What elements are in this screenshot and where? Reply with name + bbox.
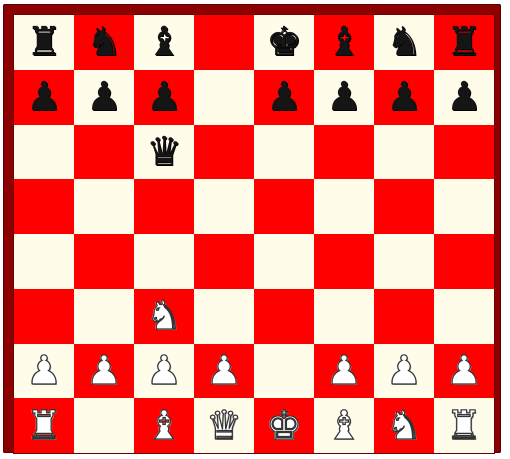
white-pawn-icon[interactable]: ♟	[26, 351, 62, 391]
square-b4[interactable]	[74, 234, 134, 289]
square-a4[interactable]	[14, 234, 74, 289]
square-h1[interactable]: ♜	[434, 398, 494, 453]
white-pawn-icon[interactable]: ♟	[86, 351, 122, 391]
square-d2[interactable]: ♟	[194, 344, 254, 399]
white-rook-icon[interactable]: ♜	[26, 406, 62, 446]
square-c7[interactable]: ♟	[134, 70, 194, 125]
square-e7[interactable]: ♟	[254, 70, 314, 125]
square-c1[interactable]: ♝	[134, 398, 194, 453]
square-a6[interactable]	[14, 125, 74, 180]
square-g8[interactable]: ♞	[374, 15, 434, 70]
square-a2[interactable]: ♟	[14, 344, 74, 399]
square-b7[interactable]: ♟	[74, 70, 134, 125]
black-rook-icon[interactable]: ♜	[446, 22, 482, 62]
square-h7[interactable]: ♟	[434, 70, 494, 125]
white-knight-icon[interactable]: ♞	[146, 296, 182, 336]
square-b6[interactable]	[74, 125, 134, 180]
square-b5[interactable]	[74, 179, 134, 234]
square-d4[interactable]	[194, 234, 254, 289]
white-bishop-icon[interactable]: ♝	[326, 406, 362, 446]
square-f2[interactable]: ♟	[314, 344, 374, 399]
square-c2[interactable]: ♟	[134, 344, 194, 399]
square-f1[interactable]: ♝	[314, 398, 374, 453]
square-g4[interactable]	[374, 234, 434, 289]
square-e8[interactable]: ♚	[254, 15, 314, 70]
square-g6[interactable]	[374, 125, 434, 180]
white-pawn-icon[interactable]: ♟	[326, 351, 362, 391]
square-e3[interactable]	[254, 289, 314, 344]
black-rook-icon[interactable]: ♜	[26, 22, 62, 62]
black-knight-icon[interactable]: ♞	[386, 22, 422, 62]
square-d8[interactable]	[194, 15, 254, 70]
square-g1[interactable]: ♞	[374, 398, 434, 453]
square-c6[interactable]: ♛	[134, 125, 194, 180]
black-pawn-icon[interactable]: ♟	[446, 77, 482, 117]
square-c8[interactable]: ♝	[134, 15, 194, 70]
black-queen-icon[interactable]: ♛	[146, 132, 182, 172]
square-d7[interactable]	[194, 70, 254, 125]
square-c4[interactable]	[134, 234, 194, 289]
white-pawn-icon[interactable]: ♟	[446, 351, 482, 391]
black-knight-icon[interactable]: ♞	[86, 22, 122, 62]
chess-board[interactable]: ♜ ♞ ♝ ♚ ♝ ♞ ♜ ♟ ♟ ♟ ♟ ♟ ♟ ♟ ♛ ♞ ♟ ♟ ♟ ♟ ♟ ♟ ♟ ♜ ♝ ♛ ♚ ♝ ♞ ♜	[13, 14, 495, 454]
white-queen-icon[interactable]: ♛	[206, 406, 242, 446]
white-king-icon[interactable]: ♚	[266, 406, 302, 446]
square-g7[interactable]: ♟	[374, 70, 434, 125]
square-h2[interactable]: ♟	[434, 344, 494, 399]
black-bishop-icon[interactable]: ♝	[326, 22, 362, 62]
white-knight-icon[interactable]: ♞	[386, 406, 422, 446]
black-pawn-icon[interactable]: ♟	[146, 77, 182, 117]
black-pawn-icon[interactable]: ♟	[86, 77, 122, 117]
square-e5[interactable]	[254, 179, 314, 234]
square-f5[interactable]	[314, 179, 374, 234]
square-d1[interactable]: ♛	[194, 398, 254, 453]
square-a7[interactable]: ♟	[14, 70, 74, 125]
white-pawn-icon[interactable]: ♟	[146, 351, 182, 391]
square-d3[interactable]	[194, 289, 254, 344]
white-bishop-icon[interactable]: ♝	[146, 406, 182, 446]
white-pawn-icon[interactable]: ♟	[206, 351, 242, 391]
square-b3[interactable]	[74, 289, 134, 344]
black-pawn-icon[interactable]: ♟	[386, 77, 422, 117]
white-rook-icon[interactable]: ♜	[446, 406, 482, 446]
square-a8[interactable]: ♜	[14, 15, 74, 70]
square-g2[interactable]: ♟	[374, 344, 434, 399]
square-a3[interactable]	[14, 289, 74, 344]
square-h5[interactable]	[434, 179, 494, 234]
square-a5[interactable]	[14, 179, 74, 234]
square-d6[interactable]	[194, 125, 254, 180]
black-bishop-icon[interactable]: ♝	[146, 22, 182, 62]
square-h3[interactable]	[434, 289, 494, 344]
square-h6[interactable]	[434, 125, 494, 180]
square-e6[interactable]	[254, 125, 314, 180]
square-b2[interactable]: ♟	[74, 344, 134, 399]
square-c3[interactable]: ♞	[134, 289, 194, 344]
square-e4[interactable]	[254, 234, 314, 289]
square-f6[interactable]	[314, 125, 374, 180]
square-h4[interactable]	[434, 234, 494, 289]
black-king-icon[interactable]: ♚	[266, 22, 302, 62]
square-h8[interactable]: ♜	[434, 15, 494, 70]
square-b1[interactable]	[74, 398, 134, 453]
square-b8[interactable]: ♞	[74, 15, 134, 70]
square-f7[interactable]: ♟	[314, 70, 374, 125]
black-pawn-icon[interactable]: ♟	[266, 77, 302, 117]
white-pawn-icon[interactable]: ♟	[386, 351, 422, 391]
square-e2[interactable]	[254, 344, 314, 399]
black-pawn-icon[interactable]: ♟	[326, 77, 362, 117]
square-g5[interactable]	[374, 179, 434, 234]
square-f8[interactable]: ♝	[314, 15, 374, 70]
square-c5[interactable]	[134, 179, 194, 234]
square-f3[interactable]	[314, 289, 374, 344]
square-d5[interactable]	[194, 179, 254, 234]
square-e1[interactable]: ♚	[254, 398, 314, 453]
square-f4[interactable]	[314, 234, 374, 289]
square-a1[interactable]: ♜	[14, 398, 74, 453]
black-pawn-icon[interactable]: ♟	[26, 77, 62, 117]
square-g3[interactable]	[374, 289, 434, 344]
